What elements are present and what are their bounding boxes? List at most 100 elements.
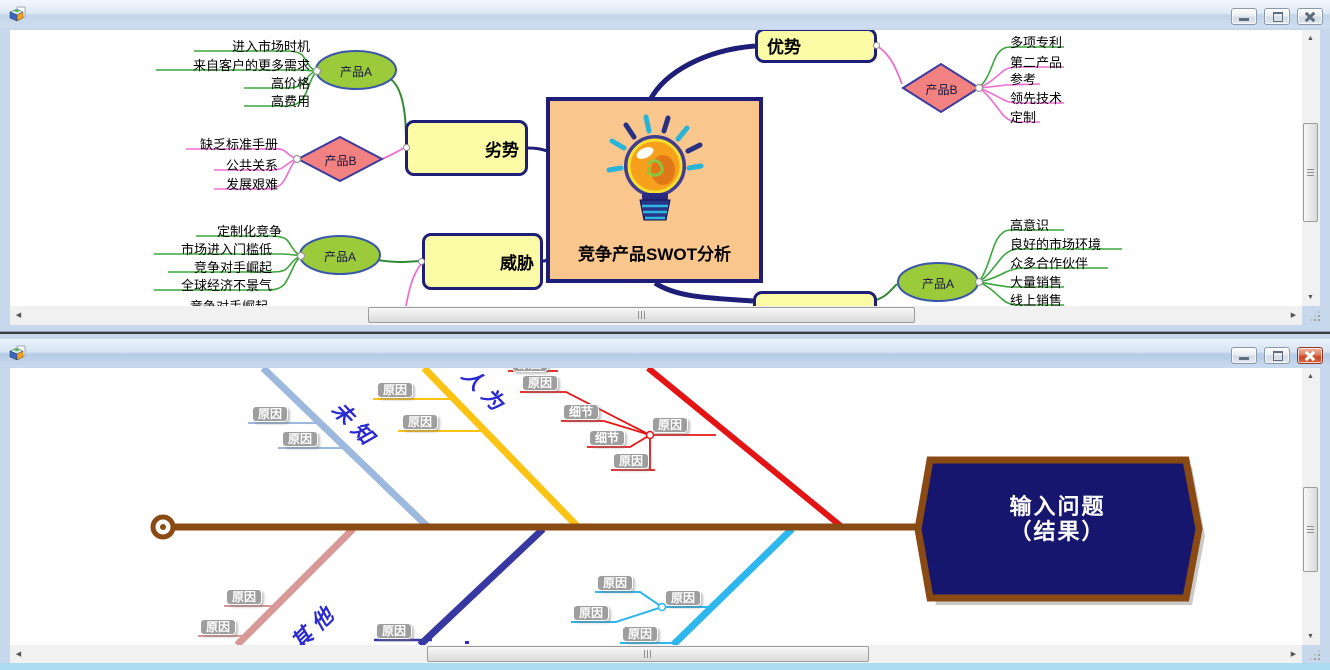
spine-start-dot [160, 524, 166, 530]
scroll-left-button[interactable]: ◀ [15, 651, 22, 658]
map-item[interactable]: 定制化竞争 [216, 224, 282, 239]
topic-opportunity-partial[interactable] [753, 291, 877, 306]
horizontal-scroll-thumb[interactable] [368, 307, 915, 323]
cause-tag[interactable]: 原因 [597, 575, 634, 591]
restore-button[interactable] [1264, 347, 1290, 364]
map-item[interactable]: 进入市场时机 [231, 39, 310, 54]
cause-tag[interactable]: 原因 [573, 605, 610, 621]
blue-branches [248, 422, 343, 449]
central-topic-title: 竞争产品SWOT分析 [578, 245, 731, 264]
map-item[interactable]: 第二产品 [1010, 55, 1063, 70]
fishbone-canvas[interactable]: 输入问题 （结果） 未知 人为 其他 原因 原因 原因 原因 原因 原因 细节 … [10, 368, 1302, 645]
fishbone-head-text[interactable]: 输入问题 （结果） [950, 494, 1165, 544]
cyan-node-dot [657, 602, 667, 612]
cause-tag[interactable]: 原因 [613, 453, 650, 469]
link-dot [873, 42, 880, 49]
map-item[interactable]: 良好的市场环境 [1010, 237, 1102, 252]
central-topic[interactable]: 竞争产品SWOT分析 [546, 97, 763, 283]
map-item[interactable]: 全球经济不景气 [180, 278, 272, 293]
map-item[interactable]: 大量销售 [1010, 275, 1063, 290]
detail-tag[interactable]: 细节 [563, 404, 600, 420]
clipped-label-mark [465, 641, 469, 644]
map-item[interactable]: 竞争对手崛起 [193, 260, 272, 275]
window-fishbone: 输入问题 （结果） 未知 人为 其他 原因 原因 原因 原因 原因 原因 细节 … [0, 332, 1330, 670]
red-branches [508, 370, 716, 471]
product-b-label[interactable]: 产品B [925, 83, 958, 97]
scroll-down-button[interactable]: ▼ [1307, 633, 1314, 640]
map-item[interactable]: 缺乏标准手册 [199, 137, 278, 152]
map-item[interactable]: 高费用 [270, 94, 310, 109]
map-item[interactable]: 线上销售 [1010, 293, 1063, 306]
map-item[interactable]: 多项专利 [1010, 35, 1063, 50]
scroll-up-button[interactable]: ▲ [1307, 373, 1314, 380]
horizontal-scrollbar[interactable]: ◀ ▶ [10, 306, 1302, 325]
bones [234, 368, 844, 645]
scroll-up-button[interactable]: ▲ [1307, 35, 1314, 42]
minimize-button[interactable] [1231, 347, 1257, 364]
scroll-right-button[interactable]: ▶ [1290, 651, 1297, 658]
diamond-product-b-1[interactable] [295, 135, 385, 183]
product-b-label[interactable]: 产品B [324, 154, 357, 168]
product-a-label[interactable]: 产品A [339, 65, 372, 79]
cause-tag[interactable]: 原因 [376, 623, 413, 639]
map-item[interactable]: 定制 [1010, 110, 1037, 125]
bulb-rays [606, 114, 703, 173]
vertical-scrollbar[interactable]: ▲ ▼ [1302, 368, 1320, 645]
vertical-scrollbar[interactable]: ▲ ▼ [1302, 30, 1320, 306]
cause-tag[interactable]: 原因 [402, 414, 439, 430]
scroll-right-button[interactable]: ▶ [1290, 312, 1297, 319]
horizontal-scroll-thumb[interactable] [427, 646, 869, 662]
fishbone-head[interactable] [914, 456, 1203, 602]
map-item[interactable]: 高价格 [270, 76, 310, 91]
cause-tag[interactable]: 原因 [282, 431, 319, 447]
map-item[interactable]: 公共关系 [225, 158, 278, 173]
cause-tag[interactable]: 原因 [652, 417, 689, 433]
horizontal-scrollbar[interactable]: ◀ ▶ [10, 645, 1302, 664]
map-item[interactable]: 高意识 [1010, 218, 1050, 233]
pink-branches [198, 605, 276, 637]
cause-tag[interactable]: 原因 [622, 626, 659, 642]
scroll-down-button[interactable]: ▼ [1307, 294, 1314, 301]
titlebar[interactable] [0, 339, 1330, 367]
resize-grip[interactable] [1306, 307, 1322, 323]
topic-threat-label: 威胁 [500, 254, 534, 273]
close-button[interactable] [1297, 8, 1323, 25]
cyan-branches [571, 591, 713, 644]
link-dot [418, 258, 425, 265]
topic-weakness-label: 劣势 [485, 140, 519, 160]
detail-tag[interactable]: 细节 [589, 430, 626, 446]
topic-strength-label: 优势 [767, 38, 801, 57]
cause-tag[interactable]: 原因 [252, 406, 289, 422]
map-item-clipped[interactable]: 竞争对手崛起 [168, 296, 268, 306]
map-item[interactable]: 参考 [1010, 72, 1037, 87]
vertical-scroll-thumb[interactable] [1303, 123, 1318, 222]
titlebar[interactable] [0, 0, 1330, 28]
item-lines-pink [186, 66, 1064, 190]
map-item[interactable]: 市场进入门槛低 [180, 242, 272, 257]
close-button[interactable] [1297, 347, 1323, 364]
map-item[interactable]: 来自客户的更多需求 [192, 58, 310, 73]
scroll-left-button[interactable]: ◀ [15, 312, 22, 319]
cause-tag-clipped[interactable]: 原因 [512, 368, 549, 372]
map-canvas[interactable]: 优势 劣势 威胁 [10, 30, 1302, 306]
window-swot-map: 优势 劣势 威胁 [0, 0, 1330, 332]
cause-tag[interactable]: 原因 [226, 589, 263, 605]
cause-tag[interactable]: 原因 [200, 619, 237, 635]
topic-threat[interactable]: 威胁 [422, 233, 543, 290]
link-dot [403, 144, 410, 151]
cause-tag[interactable]: 原因 [522, 375, 559, 391]
minimize-button[interactable] [1231, 8, 1257, 25]
red-node-dot [645, 430, 655, 440]
topic-weakness[interactable]: 劣势 [405, 120, 528, 176]
map-item[interactable]: 领先技术 [1010, 91, 1063, 106]
cause-tag[interactable]: 原因 [665, 590, 702, 606]
product-a-label[interactable]: 产品A [323, 250, 356, 264]
map-item[interactable]: 众多合作伙伴 [1010, 256, 1089, 271]
cause-tag[interactable]: 原因 [377, 382, 414, 398]
vertical-scroll-thumb[interactable] [1303, 487, 1318, 572]
product-a-label[interactable]: 产品A [921, 277, 954, 291]
resize-grip[interactable] [1306, 646, 1322, 662]
map-item[interactable]: 发展艰难 [225, 177, 278, 192]
topic-strength[interactable]: 优势 [755, 30, 877, 63]
restore-button[interactable] [1264, 8, 1290, 25]
